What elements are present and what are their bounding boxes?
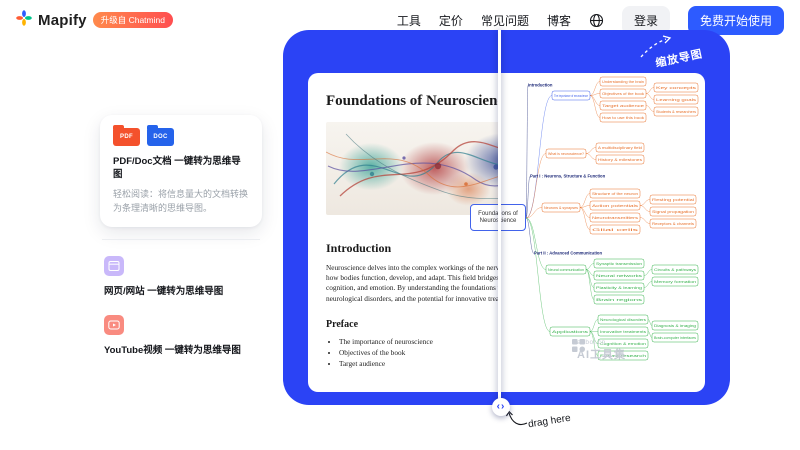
feature-pdf-title: PDF/Doc文档 一键转为思维导图 (113, 156, 241, 181)
preface-bullet: Target audience (339, 358, 500, 369)
svg-text:A multidisciplinary field: A multidisciplinary field (598, 146, 642, 150)
svg-text:What is neuroscience?: What is neuroscience? (548, 152, 584, 156)
svg-text:Structure of the neuron: Structure of the neuron (592, 192, 638, 196)
nav-pricing[interactable]: 定价 (438, 13, 463, 28)
svg-text:Introduction: Introduction (528, 83, 553, 88)
svg-text:Neurons & synapses: Neurons & synapses (544, 206, 578, 210)
document-intro-heading: Introduction (326, 241, 392, 255)
svg-text:Signal propagation: Signal propagation (652, 210, 694, 214)
preface-bullet: The importance of neuroscience (339, 336, 500, 347)
header: Mapify 升级自 Chatmind 工具 定价 常见问题 博客 登录 免费开… (0, 0, 800, 40)
feature-web-title: 网页/网站 一键转为思维导图 (104, 286, 224, 298)
demo-panel: Foundations of Neuroscience (283, 30, 730, 405)
document-preview-clip: Foundations of Neuroscience (308, 73, 500, 392)
svg-text:Glial cells: Glial cells (592, 228, 639, 232)
web-page-icon (104, 256, 124, 277)
login-button[interactable]: 登录 (621, 5, 670, 35)
main-nav: 工具 定价 常见问题 博客 登录 免费开始使用 (396, 5, 784, 35)
document-preface-list: The importance of neuroscience Objective… (326, 336, 500, 370)
mapify-logo-icon (16, 9, 32, 31)
drag-here-annotation: drag here (505, 404, 595, 438)
brand-name: Mapify (38, 11, 87, 29)
brand[interactable]: Mapify 升级自 Chatmind (16, 9, 173, 31)
nav-tools[interactable]: 工具 (396, 13, 421, 28)
feature-youtube-title: YouTube视频 一键转为思维导图 (104, 344, 241, 356)
svg-text:Neural communication: Neural communication (548, 268, 584, 272)
drag-here-label: drag here (527, 412, 572, 431)
feature-pdf-desc: 轻松阅读：将信息量大的文档转换为条理清晰的思维导图。 (113, 188, 249, 213)
svg-text:Plasticity & learning: Plasticity & learning (596, 286, 642, 290)
svg-text:Diagnosis & imaging: Diagnosis & imaging (654, 324, 696, 328)
slider-drag-handle[interactable]: ‹› (492, 398, 510, 416)
svg-text:Circuits & pathways: Circuits & pathways (654, 268, 696, 272)
svg-text:Action potentials: Action potentials (592, 204, 638, 208)
youtube-video-icon (104, 314, 124, 335)
svg-text:Brain-computer interfaces: Brain-computer interfaces (654, 336, 696, 340)
svg-text:Learning goals: Learning goals (656, 98, 696, 102)
language-globe-icon[interactable] (589, 13, 604, 28)
feature-pdf-doc-card[interactable]: PDF DOC PDF/Doc文档 一键转为思维导图 轻松阅读：将信息量大的文档… (100, 115, 262, 228)
zoom-arrow-icon (640, 35, 672, 58)
zoom-map-annotation: 缩放导图 (631, 30, 730, 72)
svg-text:Memory formation: Memory formation (654, 280, 696, 284)
svg-text:History & milestones: History & milestones (598, 158, 642, 162)
preface-bullet: Objectives of the book (339, 347, 500, 358)
chatmind-badge: 升级自 Chatmind (92, 12, 173, 28)
feature-youtube-item[interactable]: YouTube视频 一键转为思维导图 (100, 314, 262, 357)
watermark: ai-bot.cn AI工具集 (572, 339, 626, 362)
svg-text:Target audience: Target audience (602, 104, 644, 108)
nav-faq[interactable]: 常见问题 (480, 13, 529, 28)
svg-text:Receptors & channels: Receptors & channels (652, 222, 694, 226)
svg-text:Understanding the brain: Understanding the brain (602, 80, 644, 84)
svg-text:Applications: Applications (552, 330, 588, 334)
svg-text:Resting potential: Resting potential (652, 198, 694, 202)
zoom-map-label: 缩放导图 (654, 48, 704, 70)
svg-text:Synaptic transmission: Synaptic transmission (596, 262, 642, 266)
feature-web-item[interactable]: 网页/网站 一键转为思维导图 (100, 256, 262, 298)
document-intro-text: Neuroscience delves into the complex wor… (326, 263, 500, 303)
drag-arrow-icon (506, 410, 528, 426)
svg-text:Part II : Advanced Communicati: Part II : Advanced Communication (534, 251, 602, 256)
svg-text:Part I : Neurons, Structure &: Part I : Neurons, Structure & Function (530, 174, 606, 179)
svg-text:Neurological disorders: Neurological disorders (600, 318, 646, 322)
svg-text:Future research: Future research (600, 354, 646, 358)
feature-sidebar: PDF DOC PDF/Doc文档 一键转为思维导图 轻松阅读：将信息量大的文档… (100, 115, 262, 357)
svg-text:Innovative treatments: Innovative treatments (600, 330, 646, 334)
chevrons-icon: ‹› (496, 401, 506, 412)
sidebar-divider (102, 239, 260, 241)
doc-folder-icon: DOC (147, 125, 174, 146)
neural-network-image (326, 122, 500, 215)
svg-text:Neural networks: Neural networks (596, 274, 642, 278)
comparison-slider-line[interactable] (498, 30, 501, 405)
watermark-name: AI工具集 (577, 349, 626, 361)
svg-text:The importance of neuroscience: The importance of neuroscience (554, 94, 588, 98)
svg-text:Key concepts: Key concepts (656, 86, 696, 90)
pdf-folder-icon: PDF (113, 125, 140, 146)
svg-text:Students & researchers: Students & researchers (656, 110, 696, 114)
svg-text:Brain regions: Brain regions (596, 298, 643, 302)
folder-icons: PDF DOC (113, 125, 249, 146)
svg-text:How to use this book: How to use this book (602, 116, 644, 120)
svg-text:Cognition & emotion: Cognition & emotion (600, 342, 646, 346)
document-card: Foundations of Neuroscience (308, 73, 500, 392)
watermark-domain: ai-bot.cn (577, 339, 606, 346)
get-started-button[interactable]: 免费开始使用 (687, 5, 784, 35)
document-preface-heading: Preface (326, 318, 359, 330)
svg-text:Neurotransmitters: Neurotransmitters (592, 216, 638, 220)
nav-blog[interactable]: 博客 (546, 13, 571, 28)
svg-text:Objectives of the book: Objectives of the book (602, 92, 644, 96)
document-title: Foundations of Neuroscience (326, 93, 500, 109)
